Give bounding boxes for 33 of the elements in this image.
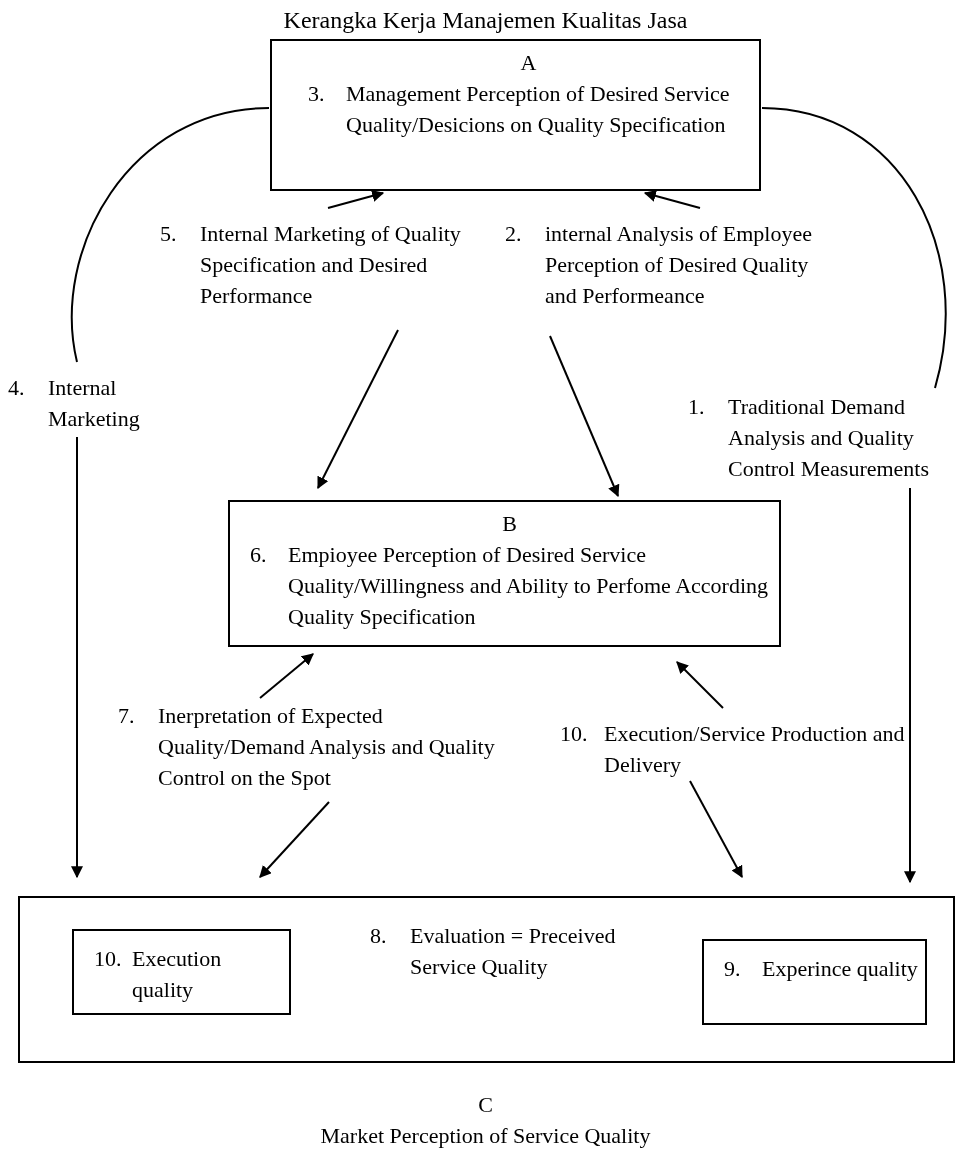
- arrow: [643, 190, 701, 209]
- box-text: 8. Evaluation = Preceived Service Quality: [370, 922, 617, 981]
- step-text: 4. Internal Marketing: [8, 374, 141, 433]
- process-box: [702, 939, 927, 1025]
- arrow: [259, 801, 330, 878]
- box-text: 10. Execution quality: [94, 945, 223, 1004]
- box-heading: B: [501, 510, 518, 538]
- box-text: 6. Empioyee Perception of Desired Service Quality/Willingness and Ability to Perfome According Quality Specification: [250, 541, 769, 631]
- box-heading: A: [519, 49, 538, 77]
- process-box: [72, 929, 291, 1015]
- arrow: [676, 661, 724, 709]
- step-text: 10. Execution/Service Production and Delivery: [560, 720, 906, 779]
- box-text: 9. Experince quality: [724, 955, 919, 983]
- diagram-title: Kerangka Kerja Manajemen Kualitas Jasa: [282, 6, 689, 34]
- arrow: [327, 190, 385, 209]
- step-text: 7. Inerpretation of Expected Quality/Demand Analysis and Quality Control on the Spot: [118, 702, 496, 792]
- process-box: [18, 896, 955, 1063]
- arrow: [904, 487, 916, 884]
- arrow: [71, 436, 83, 879]
- arrow: [549, 335, 620, 498]
- connector-line: [71, 107, 270, 363]
- process-box: [228, 500, 781, 647]
- process-box: [270, 39, 761, 191]
- step-text: 1. Traditional Demand Analysis and Quality Control Measurements: [688, 393, 931, 483]
- arrow: [259, 653, 314, 699]
- connector-line: [761, 107, 947, 389]
- step-text: 2. internal Analysis of Employee Perception of Desired Quality and Performeance: [505, 220, 813, 310]
- arrow: [317, 329, 399, 490]
- box-text: 3. Management Perception of Desired Service Quality/Desicions on Quality Specification: [308, 80, 731, 139]
- box-caption: Market Perception of Service Quality: [319, 1122, 652, 1149]
- step-text: 5. Internal Marketing of Quality Specification and Desired Performance: [160, 220, 462, 310]
- arrow: [689, 780, 743, 879]
- box-heading: C: [477, 1091, 494, 1119]
